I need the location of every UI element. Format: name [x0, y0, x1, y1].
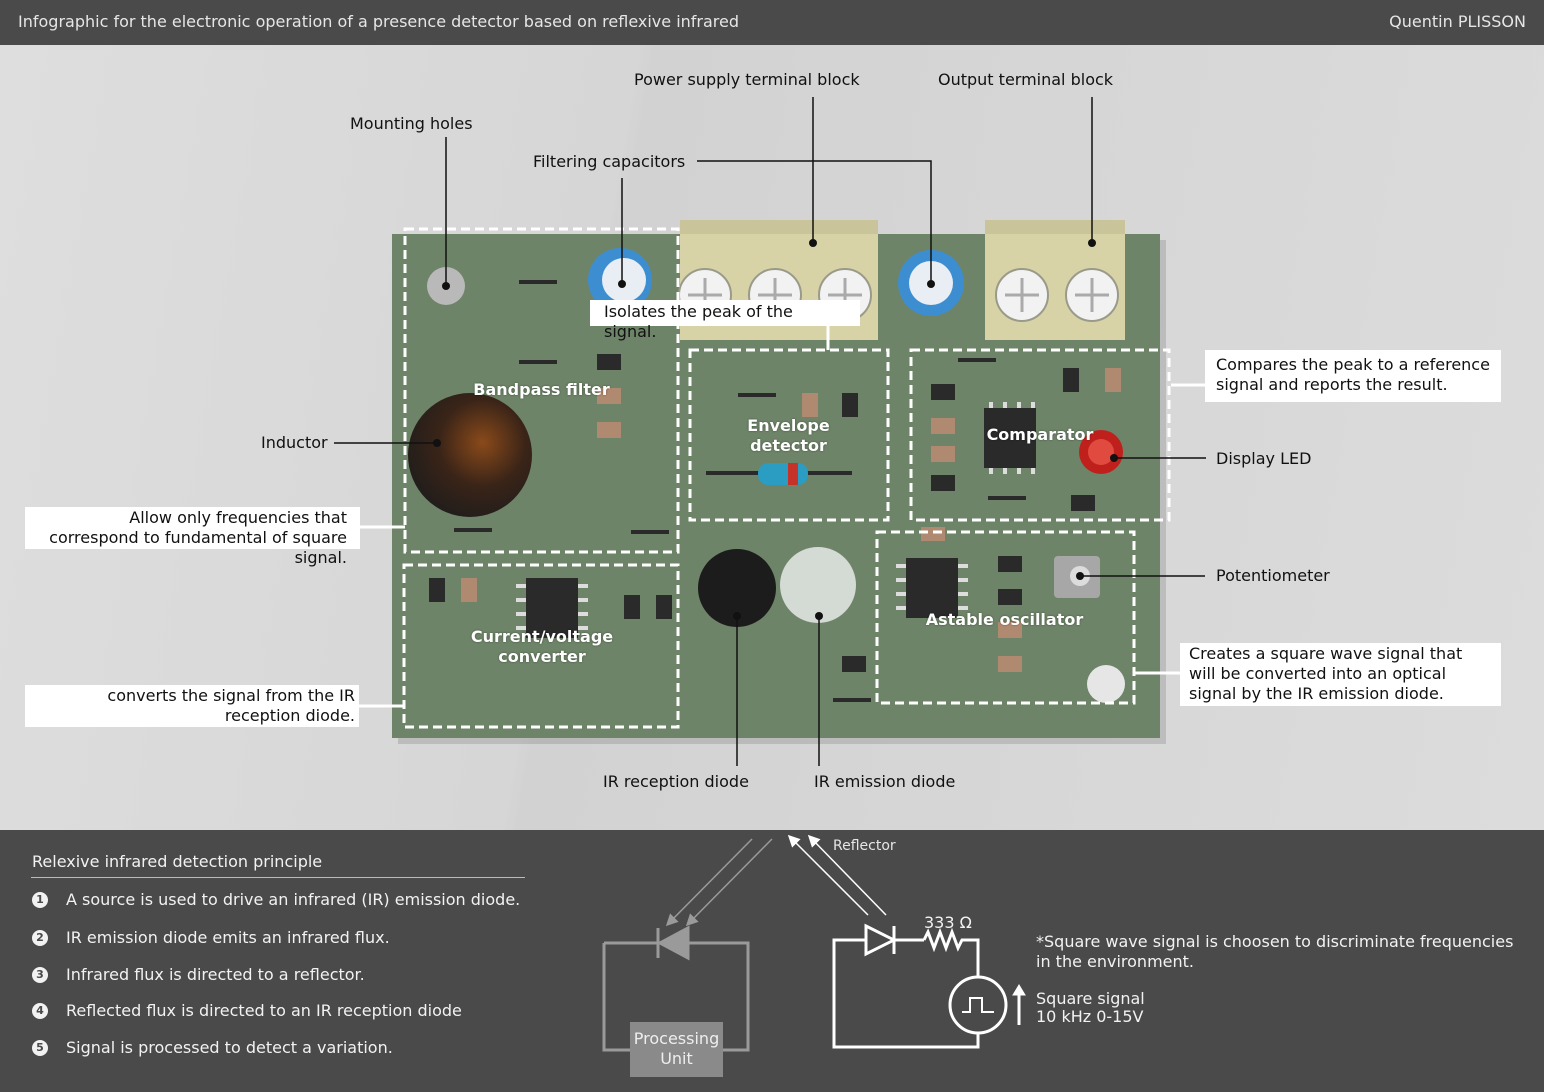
resistor-label: 333 Ω	[924, 913, 972, 932]
processing-unit-box: Processing Unit	[630, 1022, 723, 1077]
power-terminal-label: Power supply terminal block	[634, 70, 860, 89]
astable-oscillator-block-label: Astable oscillator	[925, 610, 1084, 629]
square-signal-spec: 10 kHz 0-15V	[1036, 1007, 1144, 1026]
principle-title: Relexive infrared detection principle	[32, 852, 323, 871]
smd-resistors	[461, 368, 1121, 672]
principle-step: 3 Infrared flux is directed to a reflecto…	[32, 965, 365, 984]
step-number-badge: 1	[32, 891, 48, 908]
step-number-badge: 5	[32, 1039, 48, 1056]
square-signal-name: Square signal	[1036, 989, 1145, 1008]
block-outlines	[402, 227, 1171, 729]
leader-lines	[334, 97, 1206, 766]
ir-emission-diode-component	[780, 547, 856, 623]
page-title: Infographic for the electronic operation…	[18, 12, 740, 31]
envelope-block-outline	[688, 348, 890, 522]
envelope-diode	[758, 463, 808, 485]
envelope-description: Isolates the peak of the signal.	[590, 300, 860, 341]
converter-description: converts the signal from the IR receptio…	[25, 685, 359, 727]
filtering-capacitors-label: Filtering capacitors	[533, 152, 686, 171]
bandpass-block-outline	[403, 227, 680, 554]
step-number-badge: 2	[32, 929, 48, 946]
ic-chip	[984, 402, 1036, 474]
receiver-circuit	[602, 838, 773, 1052]
square-wave-note: *Square wave signal is choosen to discri…	[1036, 932, 1514, 971]
ir-reception-diode-component	[698, 549, 776, 627]
step-text: Reflected flux is directed to an IR rece…	[66, 1001, 462, 1020]
comparator-description: Compares the peak to a reference signal …	[1205, 350, 1501, 402]
envelope-detector-block-label: Envelope detector	[747, 416, 830, 455]
leader-dots	[433, 239, 1118, 620]
comparator-block-outline	[909, 348, 1171, 522]
output-terminal-block	[985, 220, 1125, 340]
principle-step: 5 Signal is processed to detect a variati…	[32, 1038, 393, 1057]
header-bar: Infographic for the electronic operation…	[0, 0, 1544, 45]
step-number-badge: 4	[32, 1002, 48, 1019]
oscillator-block-outline	[875, 530, 1136, 705]
filtering-capacitor	[588, 248, 652, 312]
display-led-label: Display LED	[1216, 449, 1312, 468]
step-text: A source is used to drive an infrared (I…	[66, 890, 521, 909]
smd-components	[429, 354, 1095, 672]
ic-chip	[896, 558, 968, 618]
ir-reception-diode-label: IR reception diode	[603, 772, 749, 791]
converter-block-label: Current/voltage converter	[470, 627, 614, 666]
oscillator-description: Creates a square wave signal that will b…	[1180, 643, 1501, 706]
description-connectors	[359, 326, 1205, 708]
reflector-label: Reflector	[833, 838, 896, 854]
comparator-block-label: Comparator	[986, 425, 1094, 444]
bandpass-filter-block-label: Bandpass filter	[473, 380, 610, 399]
principle-panel: Relexive infrared detection principle 1 A…	[0, 830, 1544, 1092]
principle-divider	[31, 877, 525, 878]
ic-chip	[516, 578, 588, 638]
step-number-badge: 3	[32, 966, 48, 983]
mounting-holes-label: Mounting holes	[350, 114, 473, 133]
principle-step: 4 Reflected flux is directed to an IR rec…	[32, 1001, 462, 1020]
inductor-component	[408, 393, 532, 517]
potentiometer-label: Potentiometer	[1216, 566, 1330, 585]
principle-step: 2 IR emission diode emits an infrared flu…	[32, 928, 390, 947]
square-signal-label: Square signal 10 kHz 0-15V	[1036, 990, 1145, 1026]
output-terminal-label: Output terminal block	[938, 70, 1114, 89]
author-name: Quentin PLISSON	[1389, 12, 1526, 31]
step-text: Infrared flux is directed to a reflector…	[66, 965, 365, 984]
ir-emission-diode-label: IR emission diode	[814, 772, 956, 791]
principle-step: 1 A source is used to drive an infrared (…	[32, 890, 520, 909]
bandpass-description: Allow only frequencies that correspond t…	[25, 507, 360, 567]
step-text: IR emission diode emits an infrared flux…	[66, 928, 390, 947]
step-text: Signal is processed to detect a variatio…	[66, 1038, 393, 1057]
converter-block-outline	[402, 563, 680, 729]
display-led-component	[1079, 430, 1123, 474]
emitter-circuit	[787, 834, 1026, 1049]
inductor-label: Inductor	[261, 433, 328, 452]
mounting-hole	[1087, 665, 1125, 703]
